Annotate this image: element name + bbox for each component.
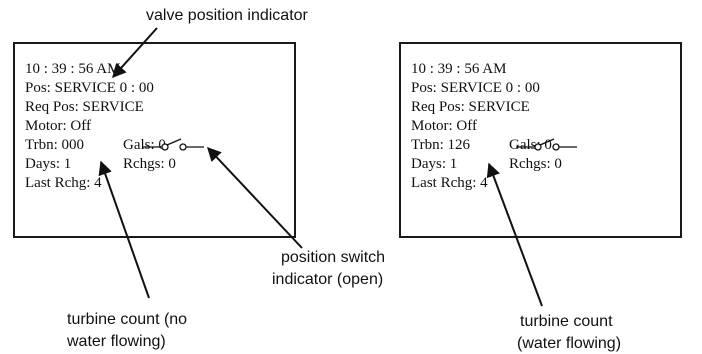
requested-position-readout: Req Pos: SERVICE [25, 99, 144, 115]
position-switch-caption-line1: position switch [281, 249, 386, 266]
position-switch-caption-line2: indicator (open) [272, 271, 384, 288]
days-readout: Days: 1 [25, 156, 72, 172]
turbine-no-flow-caption-line2: water flowing) [67, 333, 166, 350]
display-panel-no-flow: 10 : 39 : 56 AM Pos: SERVICE 0 : 00 Req … [13, 42, 296, 238]
time-readout: 10 : 39 : 56 AM [411, 61, 507, 77]
time-readout: 10 : 39 : 56 AM [25, 61, 121, 77]
last-recharge-readout: Last Rchg: 4 [411, 175, 488, 191]
days-readout: Days: 1 [411, 156, 458, 172]
position-readout: Pos: SERVICE 0 : 00 [25, 80, 154, 96]
turbine-flow-caption-line1: turbine count [520, 313, 613, 330]
position-readout: Pos: SERVICE 0 : 00 [411, 80, 540, 96]
last-recharge-readout: Last Rchg: 4 [25, 175, 102, 191]
motor-readout: Motor: Off [411, 118, 477, 134]
recharges-readout: Rchgs: 0 [509, 156, 562, 172]
valve-position-caption: valve position indicator [146, 7, 308, 24]
turbine-flow-caption-line2: (water flowing) [517, 335, 622, 352]
turbine-readout: Trbn: 000 [25, 137, 85, 153]
position-switch-arrow-icon [207, 146, 303, 249]
open-switch-icon [516, 138, 577, 151]
turbine-no-flow-caption-line1: turbine count (no [67, 311, 188, 328]
turbine-readout: Trbn: 126 [411, 137, 471, 153]
gallons-readout: Gals: 0 [509, 137, 552, 153]
turbine-no-flow-arrow-icon [98, 160, 150, 299]
turbine-flow-arrow-icon [486, 162, 543, 307]
display-panel-flow: 10 : 39 : 56 AM Pos: SERVICE 0 : 00 Req … [399, 42, 682, 238]
motor-readout: Motor: Off [25, 118, 91, 134]
valve-position-arrow-icon [112, 27, 158, 79]
open-switch-icon [143, 138, 204, 151]
recharges-readout: Rchgs: 0 [123, 156, 176, 172]
requested-position-readout: Req Pos: SERVICE [411, 99, 530, 115]
